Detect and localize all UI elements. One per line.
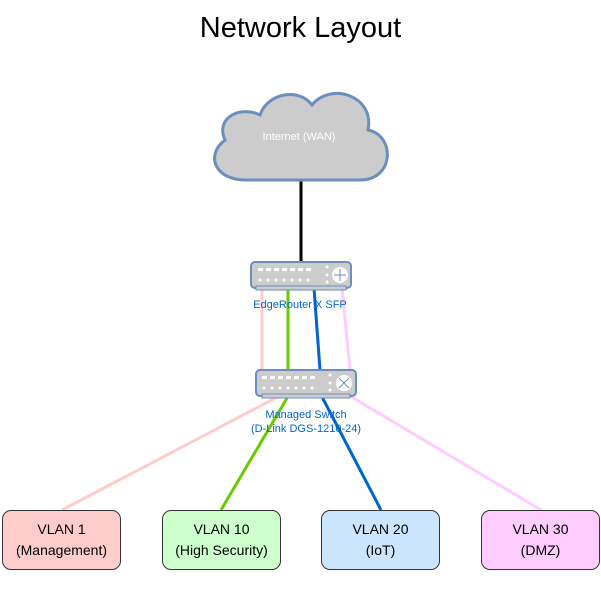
vlan-desc: (Management) xyxy=(15,542,108,558)
internet-cloud: Internet (WAN) xyxy=(213,92,389,182)
diagram-title: Network Layout xyxy=(199,12,402,44)
vlan-desc: (DMZ) xyxy=(520,542,561,558)
vlan-1-box: VLAN 1 (Management) xyxy=(2,510,121,570)
vlan-desc: (High Security) xyxy=(175,542,268,558)
vlan-desc: (IoT) xyxy=(365,542,396,558)
link-router-switch-vlan20 xyxy=(312,287,322,371)
switch-label-line1: Managed Switch xyxy=(265,409,346,421)
vlan-name: VLAN 20 xyxy=(352,521,409,537)
router-label: EdgeRouter X SFP xyxy=(253,299,347,311)
internet-label: Internet (WAN) xyxy=(263,131,336,143)
switch-label-line2: (D-Link DGS-1210-24) xyxy=(251,423,361,435)
vlan-name: VLAN 10 xyxy=(193,521,250,537)
link-switch-vlan30 xyxy=(344,391,542,512)
vlan-10-box: VLAN 10 (High Security) xyxy=(162,510,281,570)
vlan-30-box: VLAN 30 (DMZ) xyxy=(481,510,600,570)
link-router-switch-vlan30 xyxy=(340,287,352,371)
link-switch-vlan1 xyxy=(61,391,286,512)
link-switch-vlan20 xyxy=(318,392,383,511)
switch-device xyxy=(255,369,357,399)
vlan-name: VLAN 1 xyxy=(37,521,86,537)
vlan-name: VLAN 30 xyxy=(512,521,569,537)
link-switch-vlan10 xyxy=(219,392,292,511)
vlan-20-box: VLAN 20 (IoT) xyxy=(321,510,440,570)
router-device xyxy=(250,261,352,291)
